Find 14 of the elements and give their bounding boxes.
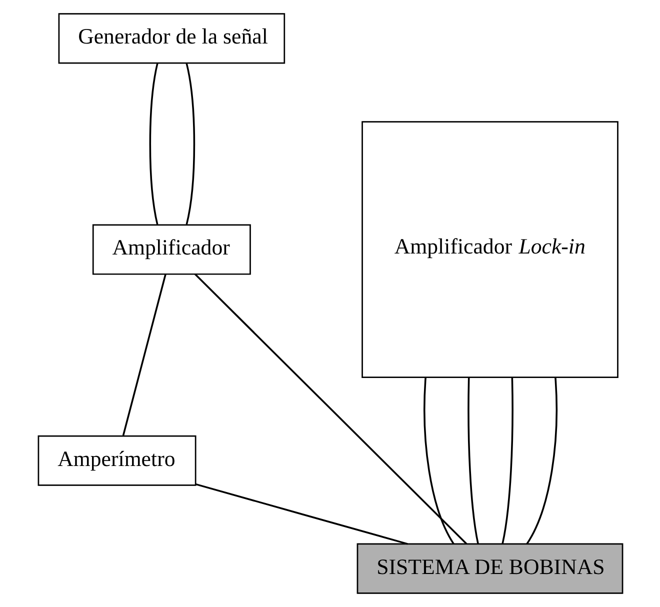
node-box: Amplificador Lock-in [361, 121, 618, 378]
connector [122, 274, 166, 436]
node-box: SISTEMA DE BOBINAS [356, 543, 623, 594]
connector [526, 378, 557, 544]
connector [148, 63, 158, 225]
connector [501, 378, 513, 544]
connector [194, 483, 408, 545]
node-box: Generador de la señal [58, 13, 285, 64]
connector [423, 378, 454, 544]
node-box: Amperímetro [37, 435, 196, 486]
connector [194, 274, 467, 545]
node-box: Amplificador [92, 224, 250, 275]
connector [467, 378, 478, 544]
connector [185, 63, 195, 225]
